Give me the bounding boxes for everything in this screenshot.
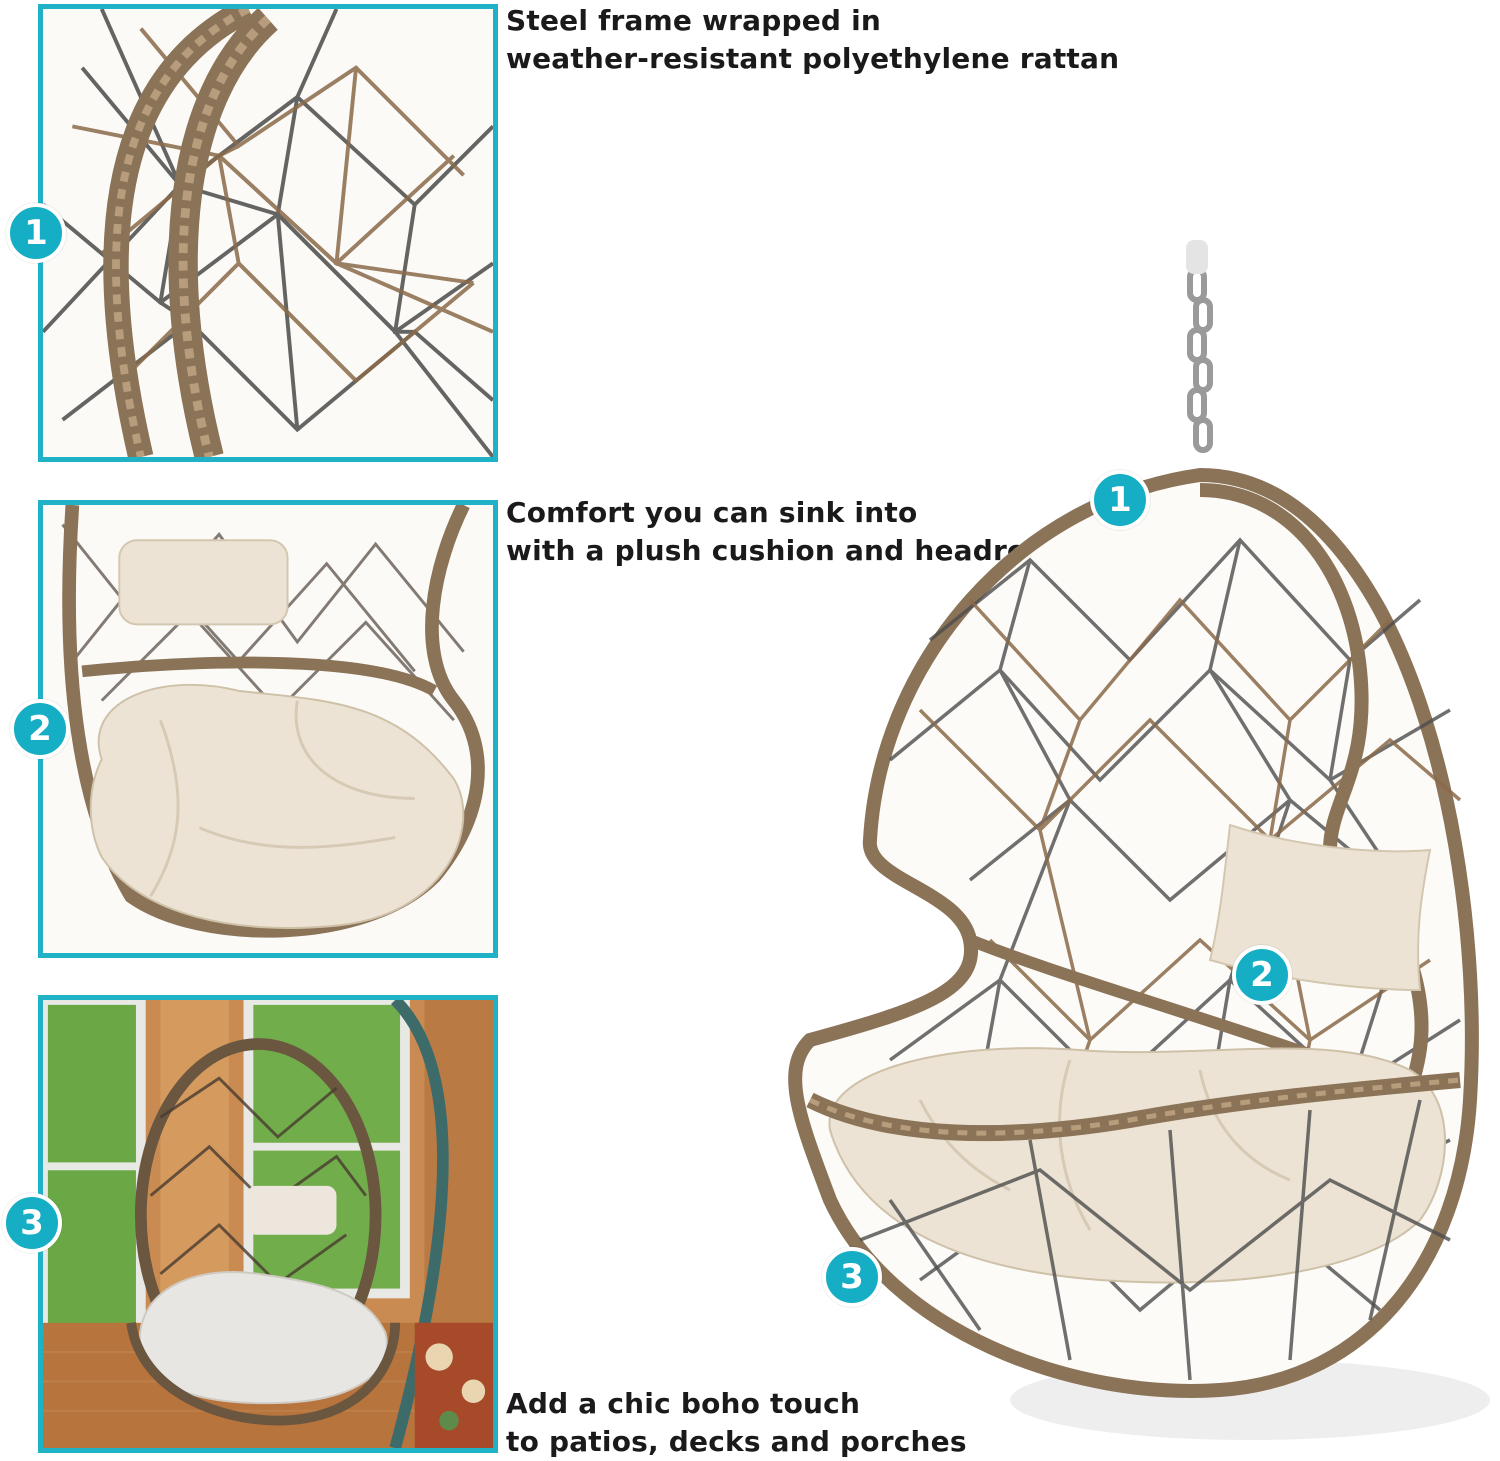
caption-line: to patios, decks and porches xyxy=(506,1425,967,1458)
caption-line: weather-resistant polyethylene rattan xyxy=(506,42,1120,75)
feature-caption-3: Add a chic boho touch to patios, decks a… xyxy=(506,1385,967,1461)
caption-line: with a plush cushion and headrest xyxy=(506,534,1057,567)
feature-badge-2: 2 xyxy=(10,699,70,759)
cushion-closeup xyxy=(43,505,493,953)
caption-line: Comfort you can sink into xyxy=(506,496,918,529)
detail-frame-cushion xyxy=(38,500,498,958)
caption-line: Add a chic boho touch xyxy=(506,1387,861,1420)
rattan-weave-closeup xyxy=(43,9,493,457)
detail-frame-weave xyxy=(38,4,498,462)
hero-badge-2: 2 xyxy=(1232,945,1292,1005)
egg-chair-illustration xyxy=(770,240,1500,1457)
porch-scene xyxy=(43,1000,493,1448)
feature-badge-3: 3 xyxy=(2,1193,62,1253)
hero-badge-1: 1 xyxy=(1090,470,1150,530)
detail-frame-lifestyle xyxy=(38,995,498,1453)
feature-caption-1: Steel frame wrapped in weather-resistant… xyxy=(506,2,1119,78)
feature-caption-2: Comfort you can sink into with a plush c… xyxy=(506,494,1057,570)
egg-chair xyxy=(788,240,1490,1440)
feature-badge-1: 1 xyxy=(6,203,66,263)
caption-line: Steel frame wrapped in xyxy=(506,4,882,37)
hero-badge-3: 3 xyxy=(822,1247,882,1307)
